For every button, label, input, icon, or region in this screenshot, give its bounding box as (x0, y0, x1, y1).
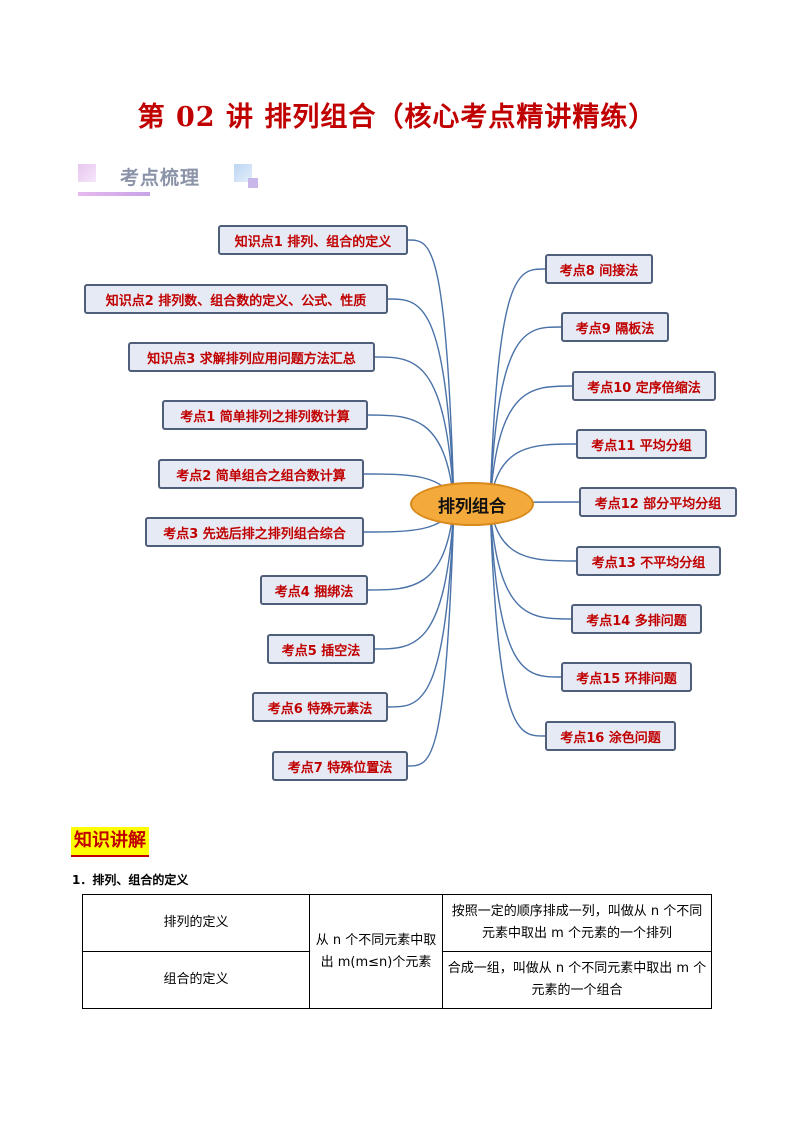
mindmap-node-left: 考点1 简单排列之排列数计算 (162, 400, 368, 430)
page-title: 第 02 讲 排列组合（核心考点精讲精练） (137, 102, 657, 133)
branch-line (407, 239, 455, 505)
definition-table: 排列的定义 从 n 个不同元素中取出 m(m≤n)个元素 按照一定的顺序排成一列… (82, 894, 712, 1009)
branch-line (489, 326, 562, 505)
decor-block (248, 178, 258, 188)
branch-line (489, 268, 546, 505)
mindmap-node-right: 考点12 部分平均分组 (579, 487, 737, 517)
mindmap-node-right: 考点9 隔板法 (561, 312, 669, 342)
mindmap-node-right: 考点14 多排问题 (571, 604, 702, 634)
table-cell-permutation-label: 排列的定义 (82, 894, 310, 952)
mindmap-node-right: 考点8 间接法 (545, 254, 653, 284)
branch-line (367, 414, 455, 505)
section-heading-label: 考点梳理 (120, 167, 201, 189)
mindmap-node-right: 考点11 平均分组 (576, 429, 707, 459)
table-cell-shared-condition: 从 n 个不同元素中取出 m(m≤n)个元素 (309, 894, 443, 1009)
branch-line (367, 503, 455, 591)
mindmap: 排列组合 知识点1 排列、组合的定义 知识点2 排列数、组合数的定义、公式、性质… (0, 215, 794, 795)
decor-block (78, 164, 96, 182)
mindmap-node-left: 考点5 插空法 (267, 634, 375, 664)
mindmap-node-right: 考点16 涂色问题 (545, 721, 676, 751)
branch-line (407, 503, 455, 767)
table-cell-combination-label: 组合的定义 (82, 951, 310, 1009)
mindmap-node-right: 考点13 不平均分组 (576, 546, 721, 576)
mindmap-node-right: 考点15 环排问题 (561, 662, 692, 692)
branch-line (387, 298, 455, 505)
branch-line (489, 503, 562, 678)
mindmap-node-left: 考点7 特殊位置法 (272, 751, 408, 781)
table-cell-combination-desc: 合成一组，叫做从 n 个不同元素中取出 m 个元素的一个组合 (442, 951, 712, 1009)
mindmap-node-left: 考点2 简单组合之组合数计算 (158, 459, 364, 489)
mindmap-node-left: 知识点1 排列、组合的定义 (218, 225, 408, 255)
branch-line (489, 385, 573, 505)
mindmap-node-right: 考点10 定序倍缩法 (572, 371, 716, 401)
mindmap-node-left: 知识点3 求解排列应用问题方法汇总 (128, 342, 375, 372)
mindmap-branches (363, 239, 580, 767)
section-1-title: 1．排列、组合的定义 (72, 873, 189, 887)
mindmap-node-left: 考点6 特殊元素法 (252, 692, 388, 722)
mindmap-node-left: 知识点2 排列数、组合数的定义、公式、性质 (84, 284, 388, 314)
section-heading: 考点梳理 (78, 160, 263, 200)
branch-line (374, 356, 455, 505)
branch-line (374, 503, 455, 650)
branch-line (489, 503, 546, 737)
table-cell-permutation-desc: 按照一定的顺序排成一列，叫做从 n 个不同元素中取出 m 个元素的一个排列 (442, 894, 712, 952)
decor-bar (78, 192, 150, 196)
mindmap-node-left: 考点3 先选后排之排列组合综合 (145, 517, 364, 547)
decor-block (234, 164, 252, 182)
mindmap-node-left: 考点4 捆绑法 (260, 575, 368, 605)
knowledge-heading: 知识讲解 (71, 827, 149, 857)
branch-line (489, 503, 572, 620)
branch-line (387, 503, 455, 708)
mindmap-center-node: 排列组合 (410, 482, 534, 526)
